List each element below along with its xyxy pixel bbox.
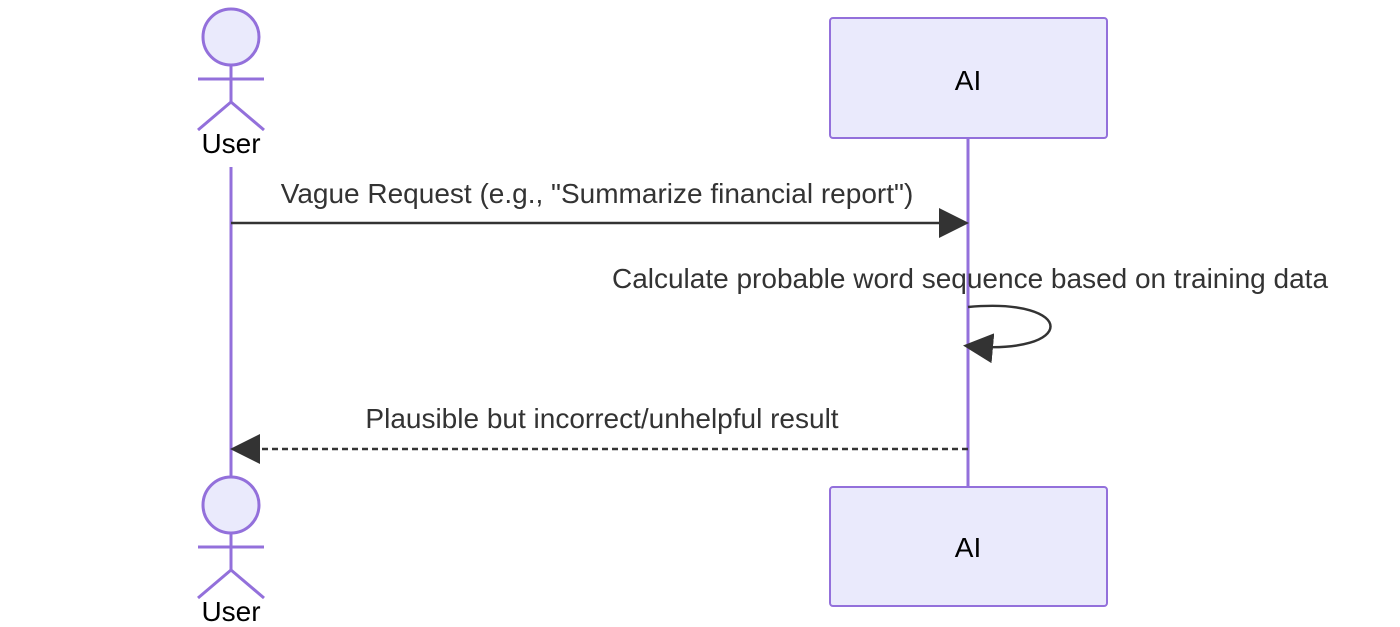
participant-ai-bottom: AI	[829, 486, 1108, 607]
participant-ai-bottom-label: AI	[955, 532, 981, 563]
message-1-label: Vague Request (e.g., "Summarize financia…	[281, 178, 914, 209]
message-2-arrow	[963, 304, 1052, 364]
actor-user-top-label: User	[201, 128, 260, 159]
actor-user-top	[197, 7, 265, 132]
participant-ai-top-label: AI	[955, 65, 981, 96]
actor-head-icon	[201, 7, 261, 67]
message-2-label: Calculate probable word sequence based o…	[612, 263, 1328, 294]
actor-user-bottom-label: User	[201, 596, 260, 627]
participant-ai-top: AI	[829, 17, 1108, 139]
actor-user-bottom	[197, 475, 265, 600]
actor-head-icon	[201, 475, 261, 535]
message-3-label: Plausible but incorrect/unhelpful result	[365, 403, 838, 434]
